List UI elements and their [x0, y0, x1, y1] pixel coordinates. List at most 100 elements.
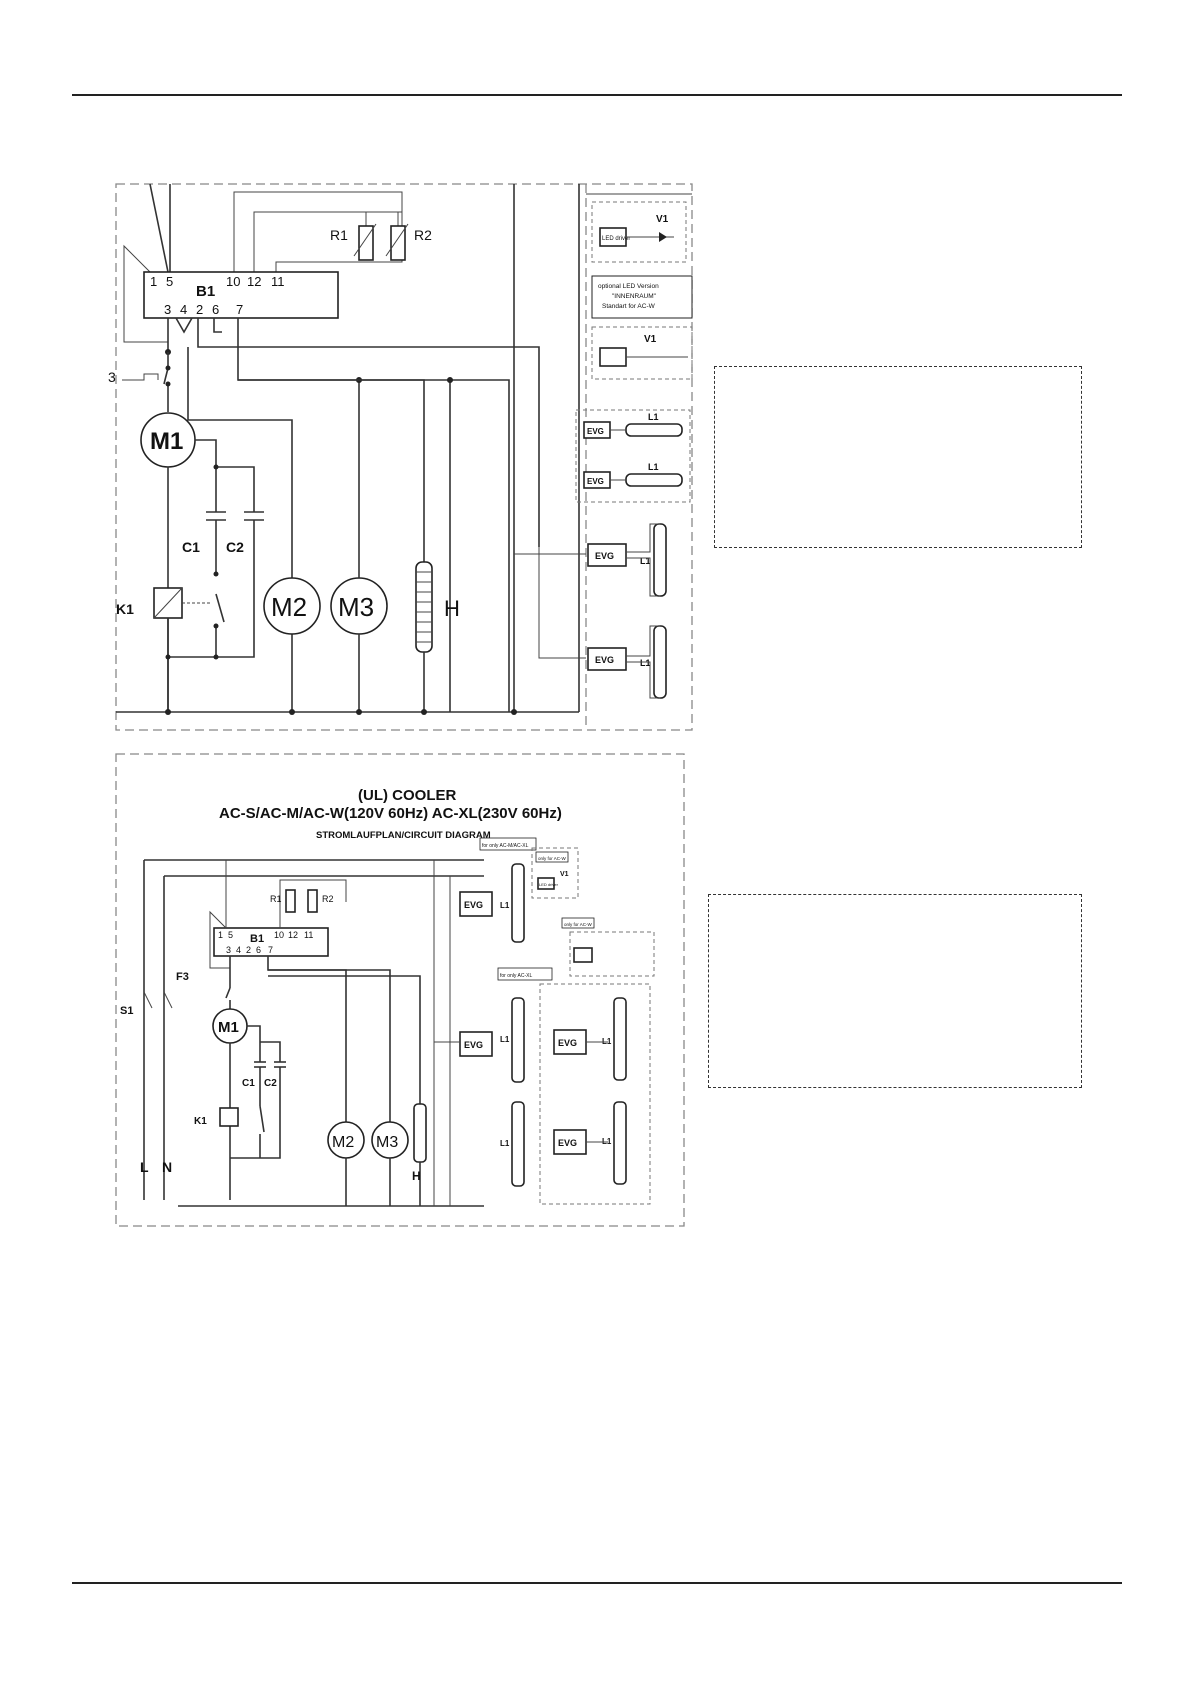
- sensor-r1: [358, 225, 374, 261]
- v1-label-2: V1: [644, 334, 657, 345]
- relay-k1-bottom: [219, 1107, 239, 1127]
- m2-bottom-label: M2: [332, 1134, 354, 1151]
- c2-bottom-label: C2: [264, 1078, 277, 1089]
- evg-4: [587, 647, 627, 671]
- label-r1: R1: [330, 227, 348, 243]
- label-r2: R2: [414, 227, 432, 243]
- evg-bottom-1-label: EVG: [464, 900, 483, 910]
- tag-xl-label: for only AC-XL: [500, 973, 532, 979]
- h-label: H: [444, 596, 460, 621]
- b1-terminal-5: 5: [166, 274, 173, 289]
- b1b-t6: 6: [256, 945, 261, 955]
- annotation-box-top: [714, 366, 1082, 548]
- n-label: N: [162, 1159, 172, 1175]
- diagram-title-line2: AC-S/AC-M/AC-W(120V 60Hz) AC-XL(230V 60H…: [219, 805, 562, 822]
- b1-terminal-3: 3: [164, 302, 171, 317]
- diagram-subtitle: STROMLAUFPLAN/CIRCUIT DIAGRAM: [316, 830, 491, 841]
- tag-xl: [497, 967, 553, 981]
- c1-bottom-label: C1: [242, 1078, 255, 1089]
- b1b-t3: 3: [226, 945, 231, 955]
- b1b-t7: 7: [268, 945, 273, 955]
- m3-label: M3: [338, 592, 374, 622]
- f3-label: F3: [176, 971, 189, 983]
- s1-label: S1: [120, 1005, 133, 1017]
- evg-3: [587, 543, 627, 567]
- diagram-frame-top: [115, 183, 693, 731]
- diagram-title-line1: (UL) COOLER: [358, 787, 456, 804]
- b1b-t1: 1: [218, 930, 223, 940]
- k1-bottom-label: K1: [194, 1116, 207, 1127]
- heater-h-bottom: [413, 1103, 427, 1163]
- tag-only-acw: [535, 851, 569, 863]
- b1-terminal-10: 10: [226, 274, 240, 289]
- evg-3-label: EVG: [595, 551, 614, 561]
- r2-bottom-label: R2: [322, 894, 334, 904]
- b1b-t2: 2: [246, 945, 251, 955]
- tag-only-acw-label: only for AC-W: [538, 856, 567, 861]
- b1b-t10: 10: [274, 930, 284, 940]
- b1-terminal-12: 12: [247, 274, 261, 289]
- r1-bottom-label: R1: [270, 894, 282, 904]
- v1-bottom-label: V1: [560, 871, 569, 878]
- b1-terminal-11: 11: [271, 274, 285, 289]
- tag-only-acw-2: [561, 917, 595, 929]
- evg-bottom-4-label: EVG: [558, 1138, 577, 1148]
- evg-bottom-2-label: EVG: [464, 1040, 483, 1050]
- led-option-note: [591, 275, 693, 319]
- evg-1-label: EVG: [587, 427, 604, 436]
- motor-m2: [263, 577, 321, 635]
- l1-bottom-label-1: L1: [500, 901, 510, 910]
- led-driver-label: LED driver: [602, 236, 630, 242]
- b1b-t12: 12: [288, 930, 298, 940]
- c2-label: C2: [226, 539, 244, 555]
- b1-terminal-2: 2: [196, 302, 203, 317]
- header-rule: [72, 94, 1122, 96]
- b1-label: B1: [196, 283, 215, 300]
- sensor-r1-bottom: [285, 889, 296, 913]
- tag-only-acw-2-label: only for AC-W: [564, 922, 593, 927]
- led-note-line1: optional LED Version: [598, 283, 659, 290]
- tag-ac-m: [479, 837, 537, 851]
- circuit-diagram-bottom: (UL) COOLER AC-S/AC-M/AC-W(120V 60Hz) AC…: [114, 752, 686, 1228]
- tag-ac-m-label: for only AC-M/AC-XL: [482, 843, 529, 849]
- led-note-line3: Standart for AC-W: [602, 303, 656, 310]
- h-bottom-label: H: [412, 1169, 421, 1183]
- diagram-frame-bottom: [115, 753, 685, 1227]
- m3-bottom-label: M3: [376, 1134, 398, 1151]
- l1-bottom-label-3: L1: [500, 1139, 510, 1148]
- sensor-r2-bottom: [307, 889, 318, 913]
- evg-4-label: EVG: [595, 655, 614, 665]
- l1-bottom-label-2: L1: [500, 1035, 510, 1044]
- heater-h: [415, 561, 433, 653]
- l1-label-1: L1: [648, 412, 659, 422]
- v1-label: V1: [656, 214, 669, 225]
- k1-label: K1: [116, 601, 134, 617]
- l1-label-2: L1: [648, 462, 659, 472]
- annotation-box-bottom: [708, 894, 1082, 1088]
- b1-terminal-4: 4: [180, 302, 187, 317]
- led-note-line2: "INNENRAUM": [612, 293, 657, 300]
- l1-label-3: L1: [640, 556, 651, 566]
- footer-rule: [72, 1582, 1122, 1584]
- switch-label: 3: [108, 369, 116, 385]
- evg-bottom-2: [459, 1031, 493, 1057]
- circuit-diagram-top: R1 R2 B1 1 5 10 12 11 3 4 2 6 7 3 M1 C1 …: [108, 182, 694, 732]
- b1-terminal-1: 1: [150, 274, 157, 289]
- b1b-t4: 4: [236, 945, 241, 955]
- evg-2-label: EVG: [587, 477, 604, 486]
- sensor-r2: [390, 225, 406, 261]
- m2-label: M2: [271, 592, 307, 622]
- b1b-t11: 11: [304, 930, 313, 940]
- m1-label: M1: [150, 428, 183, 455]
- b1b-t5: 5: [228, 930, 233, 940]
- b1-bottom-label: B1: [250, 933, 264, 945]
- evg-bottom-1: [459, 891, 493, 917]
- c1-label: C1: [182, 539, 200, 555]
- led-driver-bottom-label: LED driver: [539, 882, 559, 887]
- controller-b1-bottom: [213, 927, 329, 957]
- b1-terminal-6: 6: [212, 302, 219, 317]
- l-label: L: [140, 1159, 149, 1175]
- evg-bottom-4: [553, 1129, 587, 1155]
- b1-terminal-7: 7: [236, 302, 243, 317]
- evg-bottom-3-label: EVG: [558, 1038, 577, 1048]
